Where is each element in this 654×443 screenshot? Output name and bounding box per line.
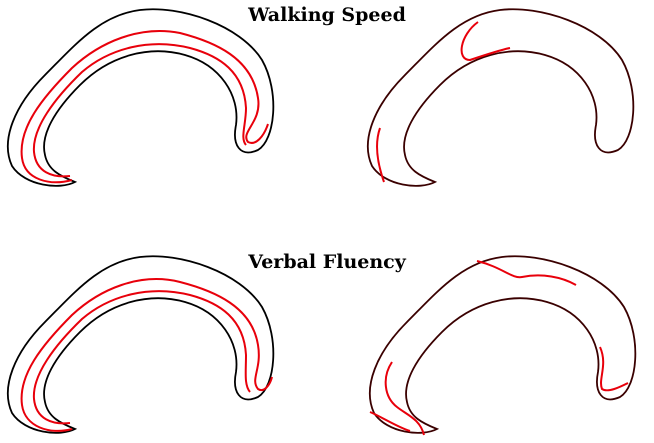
panel-title-walking-speed: Walking Speed xyxy=(248,4,406,26)
shape-verbal-fluency-right xyxy=(368,255,637,436)
shape-walking-speed-right xyxy=(366,8,635,187)
shape-verbal-fluency-left xyxy=(6,255,275,434)
panel-title-verbal-fluency: Verbal Fluency xyxy=(248,251,406,273)
shape-walking-speed-left xyxy=(6,8,275,187)
